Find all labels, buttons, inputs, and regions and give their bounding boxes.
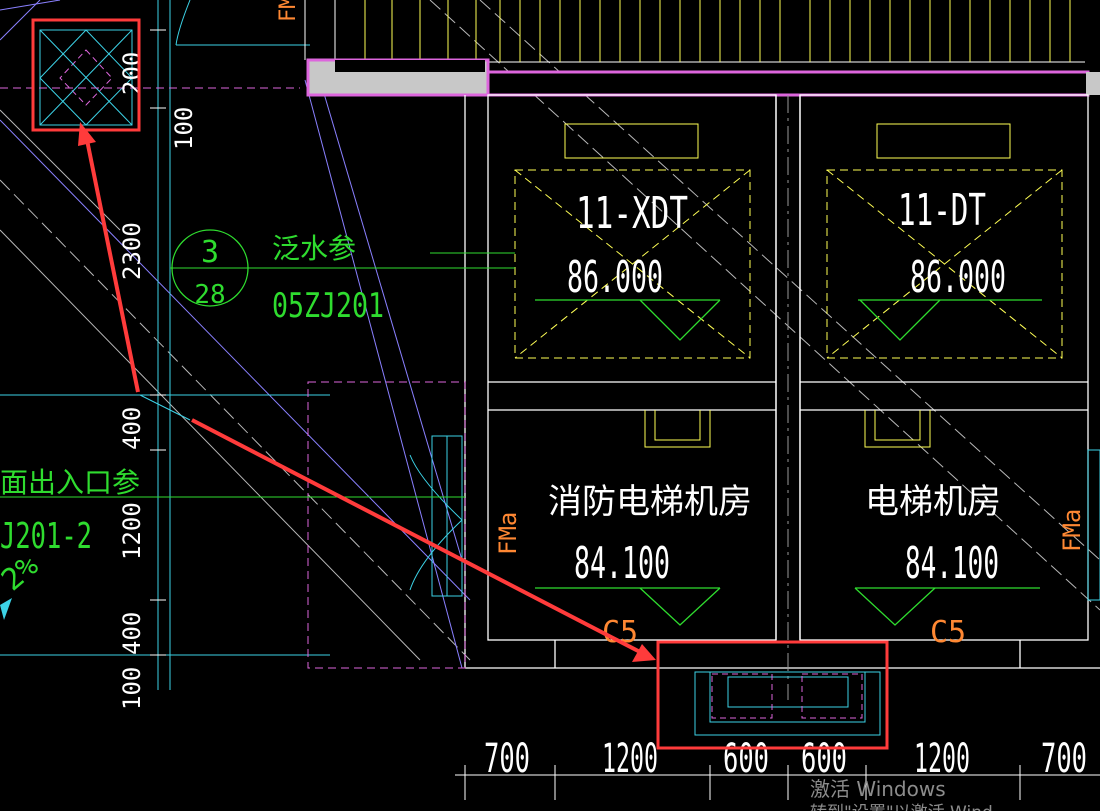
vdim-100: 100	[170, 107, 198, 150]
column-tag: C5	[602, 615, 638, 650]
detail-callout: 3 28 泛水参 05ZJ201	[171, 229, 384, 326]
vertical-dimensions: 200 100 2300 400 1200 400 100	[118, 52, 198, 710]
stair-treads	[335, 0, 1085, 63]
callout-note: 泛水参	[272, 232, 356, 265]
activation-watermark: 激活 Windows 转到"设置"以激活 Wind	[810, 777, 993, 811]
slope-arrow	[0, 598, 12, 620]
elevator-code: 11-DT	[898, 185, 986, 236]
top-structure	[175, 0, 336, 60]
horizontal-dim-line	[455, 765, 1100, 800]
hdim-600b: 600	[801, 736, 847, 782]
arrow-to-bottom	[191, 418, 641, 654]
room-walls	[464, 94, 1100, 669]
hdim-1200b: 1200	[914, 736, 970, 782]
leader-lines	[0, 252, 515, 498]
callout-number: 3	[201, 235, 219, 270]
elevator-code: 11-XDT	[576, 188, 688, 239]
hdim-600a: 600	[723, 736, 769, 782]
arrow-to-top-left	[84, 134, 140, 393]
callout-sheet: 28	[194, 280, 225, 310]
door-tag-right: FMa	[1058, 509, 1086, 552]
column-tag: C5	[930, 615, 966, 650]
elevator-shaft-right	[826, 123, 1063, 448]
elevation-markers	[535, 299, 1042, 626]
elevator-labels-left: 11-XDT 86.000 消防电梯机房 84.100 C5	[548, 188, 752, 650]
hdim-700b: 700	[1041, 736, 1087, 782]
axis-lines	[0, 0, 330, 690]
door-tags: FM FMa FMa	[276, 0, 1086, 555]
dashed-enclosure	[0, 87, 466, 669]
arrow-head-bottom	[632, 644, 656, 662]
elevator-labels-right: 11-DT 86.000 电梯机房 84.100 C5	[865, 185, 1006, 650]
elevator-elevation: 86.000	[567, 252, 663, 303]
left-note: 面出入口参	[0, 466, 140, 499]
vdim-2300: 2300	[118, 222, 146, 280]
vertical-dim-ticks	[150, 29, 166, 656]
room-elevation: 84.100	[905, 538, 999, 589]
vdim-400b: 400	[118, 612, 146, 655]
room-name: 电梯机房	[865, 482, 1001, 522]
pit-detail	[694, 671, 881, 736]
door-tag-left: FMa	[494, 512, 522, 555]
vdim-1200: 1200	[118, 502, 146, 560]
door-left	[409, 435, 1100, 601]
horizontal-dimensions: 700 1200 600 600 1200 700	[484, 736, 1087, 782]
highlight-annotations	[31, 18, 889, 750]
purple-diagonal-lines	[0, 0, 471, 669]
wall-band	[306, 58, 1100, 97]
elevator-shaft-left	[514, 123, 751, 448]
hdim-1200: 1200	[602, 736, 658, 782]
hdim-700: 700	[484, 736, 530, 782]
room-name: 消防电梯机房	[548, 482, 752, 522]
left-standard: J201-2	[0, 516, 92, 557]
vdim-200: 200	[118, 52, 146, 95]
room-elevation: 84.100	[574, 538, 670, 589]
elevator-elevation: 86.000	[910, 252, 1006, 303]
callout-standard: 05ZJ201	[272, 286, 384, 326]
vdim-100b: 100	[118, 667, 146, 710]
watermark-line1: 激活 Windows	[810, 777, 946, 801]
door-tag-left-top: FM	[276, 0, 301, 22]
highlight-box-bottom	[656, 640, 889, 750]
vdim-400: 400	[118, 407, 146, 450]
arrow-head-top-left	[78, 122, 96, 146]
left-column-detail	[39, 29, 133, 126]
watermark-line2: 转到"设置"以激活 Wind	[810, 803, 993, 811]
